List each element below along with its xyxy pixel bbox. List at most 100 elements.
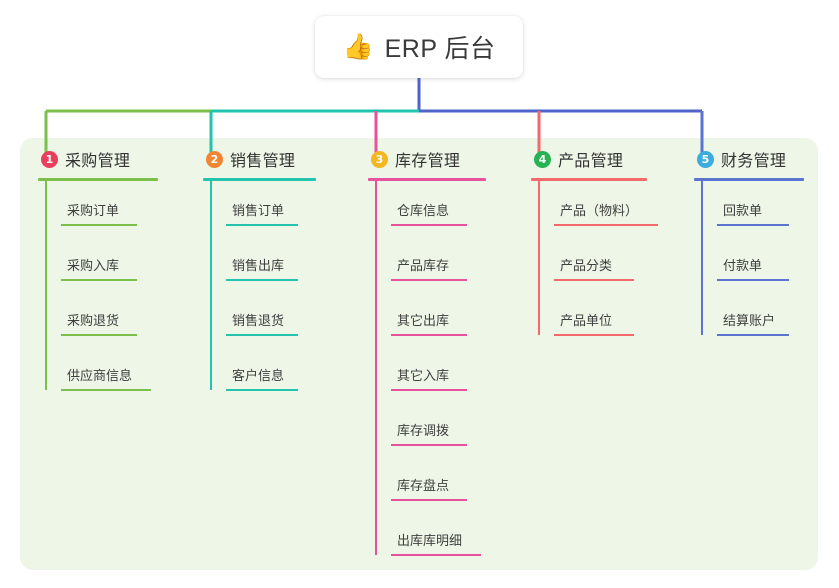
branch-child-item[interactable]: 销售出库 xyxy=(203,236,316,291)
branch-child-item[interactable]: 回款单 xyxy=(694,181,804,236)
branch-child-underline xyxy=(61,224,137,226)
branch-header-1[interactable]: 1 采购管理 xyxy=(38,146,158,172)
branch-child-item[interactable]: 采购退货 xyxy=(38,291,158,346)
branch-underline xyxy=(368,178,486,181)
branch-child-underline xyxy=(554,279,634,281)
branch-child-underline xyxy=(226,224,298,226)
branch-child-underline xyxy=(554,334,634,336)
branch-child-underline xyxy=(391,389,467,391)
branch-child-label: 付款单 xyxy=(723,258,763,273)
branch-title: 销售管理 xyxy=(230,153,296,170)
branch-child-label: 采购退货 xyxy=(67,313,120,328)
branch-child-item[interactable]: 仓库信息 xyxy=(368,181,486,236)
branch-title: 产品管理 xyxy=(558,153,624,170)
branch-children: 销售订单销售出库销售退货客户信息 xyxy=(203,181,316,401)
branch-underline xyxy=(531,178,647,181)
branch-header-3[interactable]: 3 库存管理 xyxy=(368,146,486,172)
branch-header-5[interactable]: 5 财务管理 xyxy=(694,146,804,172)
branch-child-underline xyxy=(61,279,137,281)
branch-child-item[interactable]: 销售订单 xyxy=(203,181,316,236)
branch-child-label: 采购入库 xyxy=(67,258,120,273)
branch-child-label: 回款单 xyxy=(723,203,763,218)
branch-title: 财务管理 xyxy=(721,153,787,170)
branch-child-underline xyxy=(391,279,467,281)
branch-column-4: 4 产品管理产品（物料） 产品分类产品单位 xyxy=(531,146,658,346)
branch-child-item[interactable]: 产品单位 xyxy=(531,291,647,346)
branch-child-underline xyxy=(391,334,467,336)
branch-spine xyxy=(701,181,703,335)
branch-child-label: 其它入库 xyxy=(397,368,450,383)
branch-underline xyxy=(38,178,158,181)
branch-child-underline xyxy=(226,279,298,281)
branch-child-label: 供应商信息 xyxy=(67,368,133,383)
branch-child-underline xyxy=(226,334,298,336)
branch-child-label: 仓库信息 xyxy=(397,203,450,218)
branch-child-item[interactable]: 采购订单 xyxy=(38,181,158,236)
branch-child-label: 库存盘点 xyxy=(397,478,450,493)
branch-child-underline xyxy=(717,334,789,336)
branch-child-label: 销售订单 xyxy=(232,203,285,218)
root-node-label: ERP 后台 xyxy=(384,35,496,63)
branch-child-item[interactable]: 产品分类 xyxy=(531,236,647,291)
branch-underline xyxy=(694,178,804,181)
branch-child-underline xyxy=(391,499,467,501)
branch-column-1: 1 采购管理采购订单采购入库采购退货供应商信息 xyxy=(38,146,158,401)
root-node[interactable]: 👍 ERP 后台 xyxy=(315,16,523,78)
branch-underline xyxy=(203,178,316,181)
branch-child-label: 销售退货 xyxy=(232,313,285,328)
branch-child-item[interactable]: 付款单 xyxy=(694,236,804,291)
branch-child-label: 采购订单 xyxy=(67,203,120,218)
branch-children: 仓库信息产品库存其它出库其它入库库存调拨库存盘点出库库明细 xyxy=(368,181,486,566)
branch-child-label: 客户信息 xyxy=(232,368,285,383)
branch-child-item[interactable]: 库存调拨 xyxy=(368,401,486,456)
branch-child-underline xyxy=(391,444,467,446)
branch-child-underline xyxy=(391,554,481,556)
branch-child-label: 产品库存 xyxy=(397,258,450,273)
branch-title: 库存管理 xyxy=(395,153,461,170)
branch-child-underline xyxy=(226,389,298,391)
branch-child-underline xyxy=(61,389,151,391)
branch-spine xyxy=(45,181,47,390)
branch-spine xyxy=(538,181,540,335)
branch-child-label: 产品分类 xyxy=(560,258,613,273)
branch-child-item[interactable]: 出库库明细 xyxy=(368,511,486,566)
branch-number-badge: 2 xyxy=(206,150,223,168)
branch-number-badge: 5 xyxy=(697,150,714,168)
branch-child-underline xyxy=(61,334,137,336)
branch-children: 产品（物料） 产品分类产品单位 xyxy=(531,181,658,346)
thumbs-up-icon: 👍 xyxy=(342,32,374,61)
branch-child-item[interactable]: 产品（物料） xyxy=(531,181,658,236)
branch-child-item[interactable]: 其它出库 xyxy=(368,291,486,346)
branch-children: 回款单付款单结算账户 xyxy=(694,181,804,346)
branch-child-item[interactable]: 库存盘点 xyxy=(368,456,486,511)
branch-child-label: 销售出库 xyxy=(232,258,285,273)
branch-child-underline xyxy=(554,224,658,226)
branch-child-item[interactable]: 供应商信息 xyxy=(38,346,158,401)
branch-child-label: 结算账户 xyxy=(723,313,776,328)
branch-header-2[interactable]: 2 销售管理 xyxy=(203,146,316,172)
branch-children: 采购订单采购入库采购退货供应商信息 xyxy=(38,181,158,401)
branch-child-item[interactable]: 其它入库 xyxy=(368,346,486,401)
branch-spine xyxy=(375,181,377,555)
branch-child-label: 其它出库 xyxy=(397,313,450,328)
branch-child-item[interactable]: 结算账户 xyxy=(694,291,804,346)
branch-title: 采购管理 xyxy=(65,153,131,170)
branch-column-2: 2 销售管理销售订单销售出库销售退货客户信息 xyxy=(203,146,316,401)
branch-child-label: 出库库明细 xyxy=(397,533,463,548)
branch-number-badge: 3 xyxy=(371,150,388,168)
branch-child-underline xyxy=(717,224,789,226)
branch-column-3: 3 库存管理仓库信息产品库存其它出库其它入库库存调拨库存盘点出库库明细 xyxy=(368,146,486,566)
branch-child-label: 产品单位 xyxy=(560,313,613,328)
branch-column-5: 5 财务管理回款单付款单结算账户 xyxy=(694,146,804,346)
branch-child-item[interactable]: 客户信息 xyxy=(203,346,316,401)
branch-child-item[interactable]: 销售退货 xyxy=(203,291,316,346)
branch-header-4[interactable]: 4 产品管理 xyxy=(531,146,647,172)
diagram-panel xyxy=(20,138,818,570)
branch-number-badge: 4 xyxy=(534,150,551,168)
branch-spine xyxy=(210,181,212,390)
branch-child-item[interactable]: 采购入库 xyxy=(38,236,158,291)
branch-child-item[interactable]: 产品库存 xyxy=(368,236,486,291)
branch-number-badge: 1 xyxy=(41,150,58,168)
branch-child-label: 库存调拨 xyxy=(397,423,450,438)
